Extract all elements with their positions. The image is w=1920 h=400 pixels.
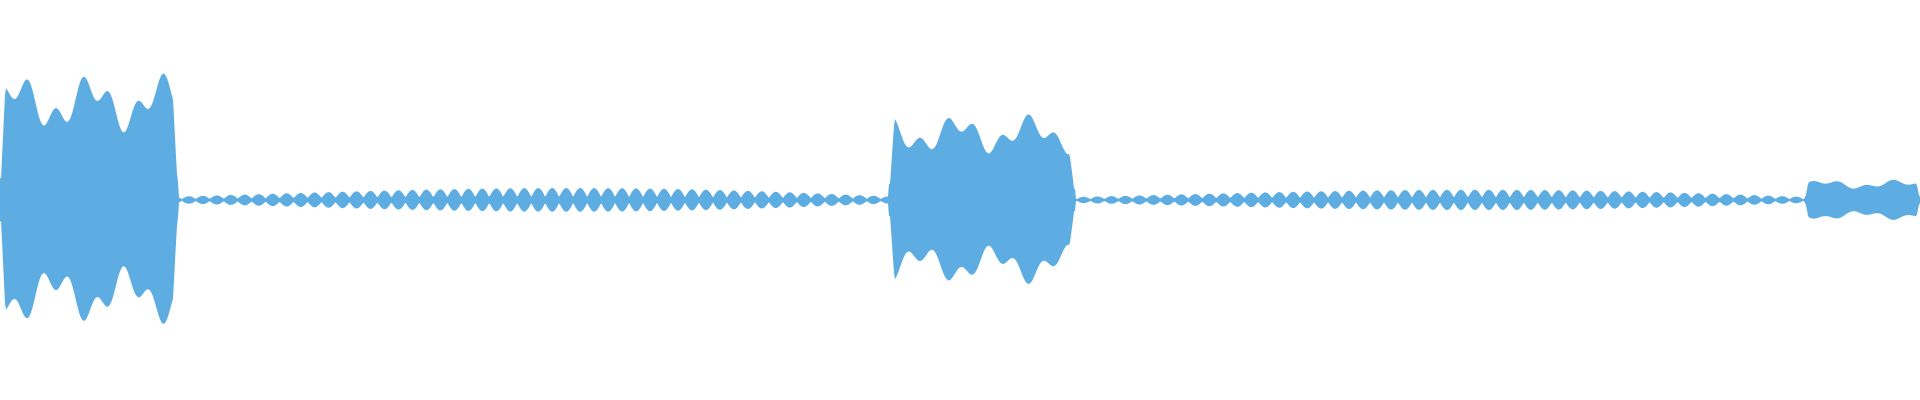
- waveform-envelope: [0, 73, 1920, 324]
